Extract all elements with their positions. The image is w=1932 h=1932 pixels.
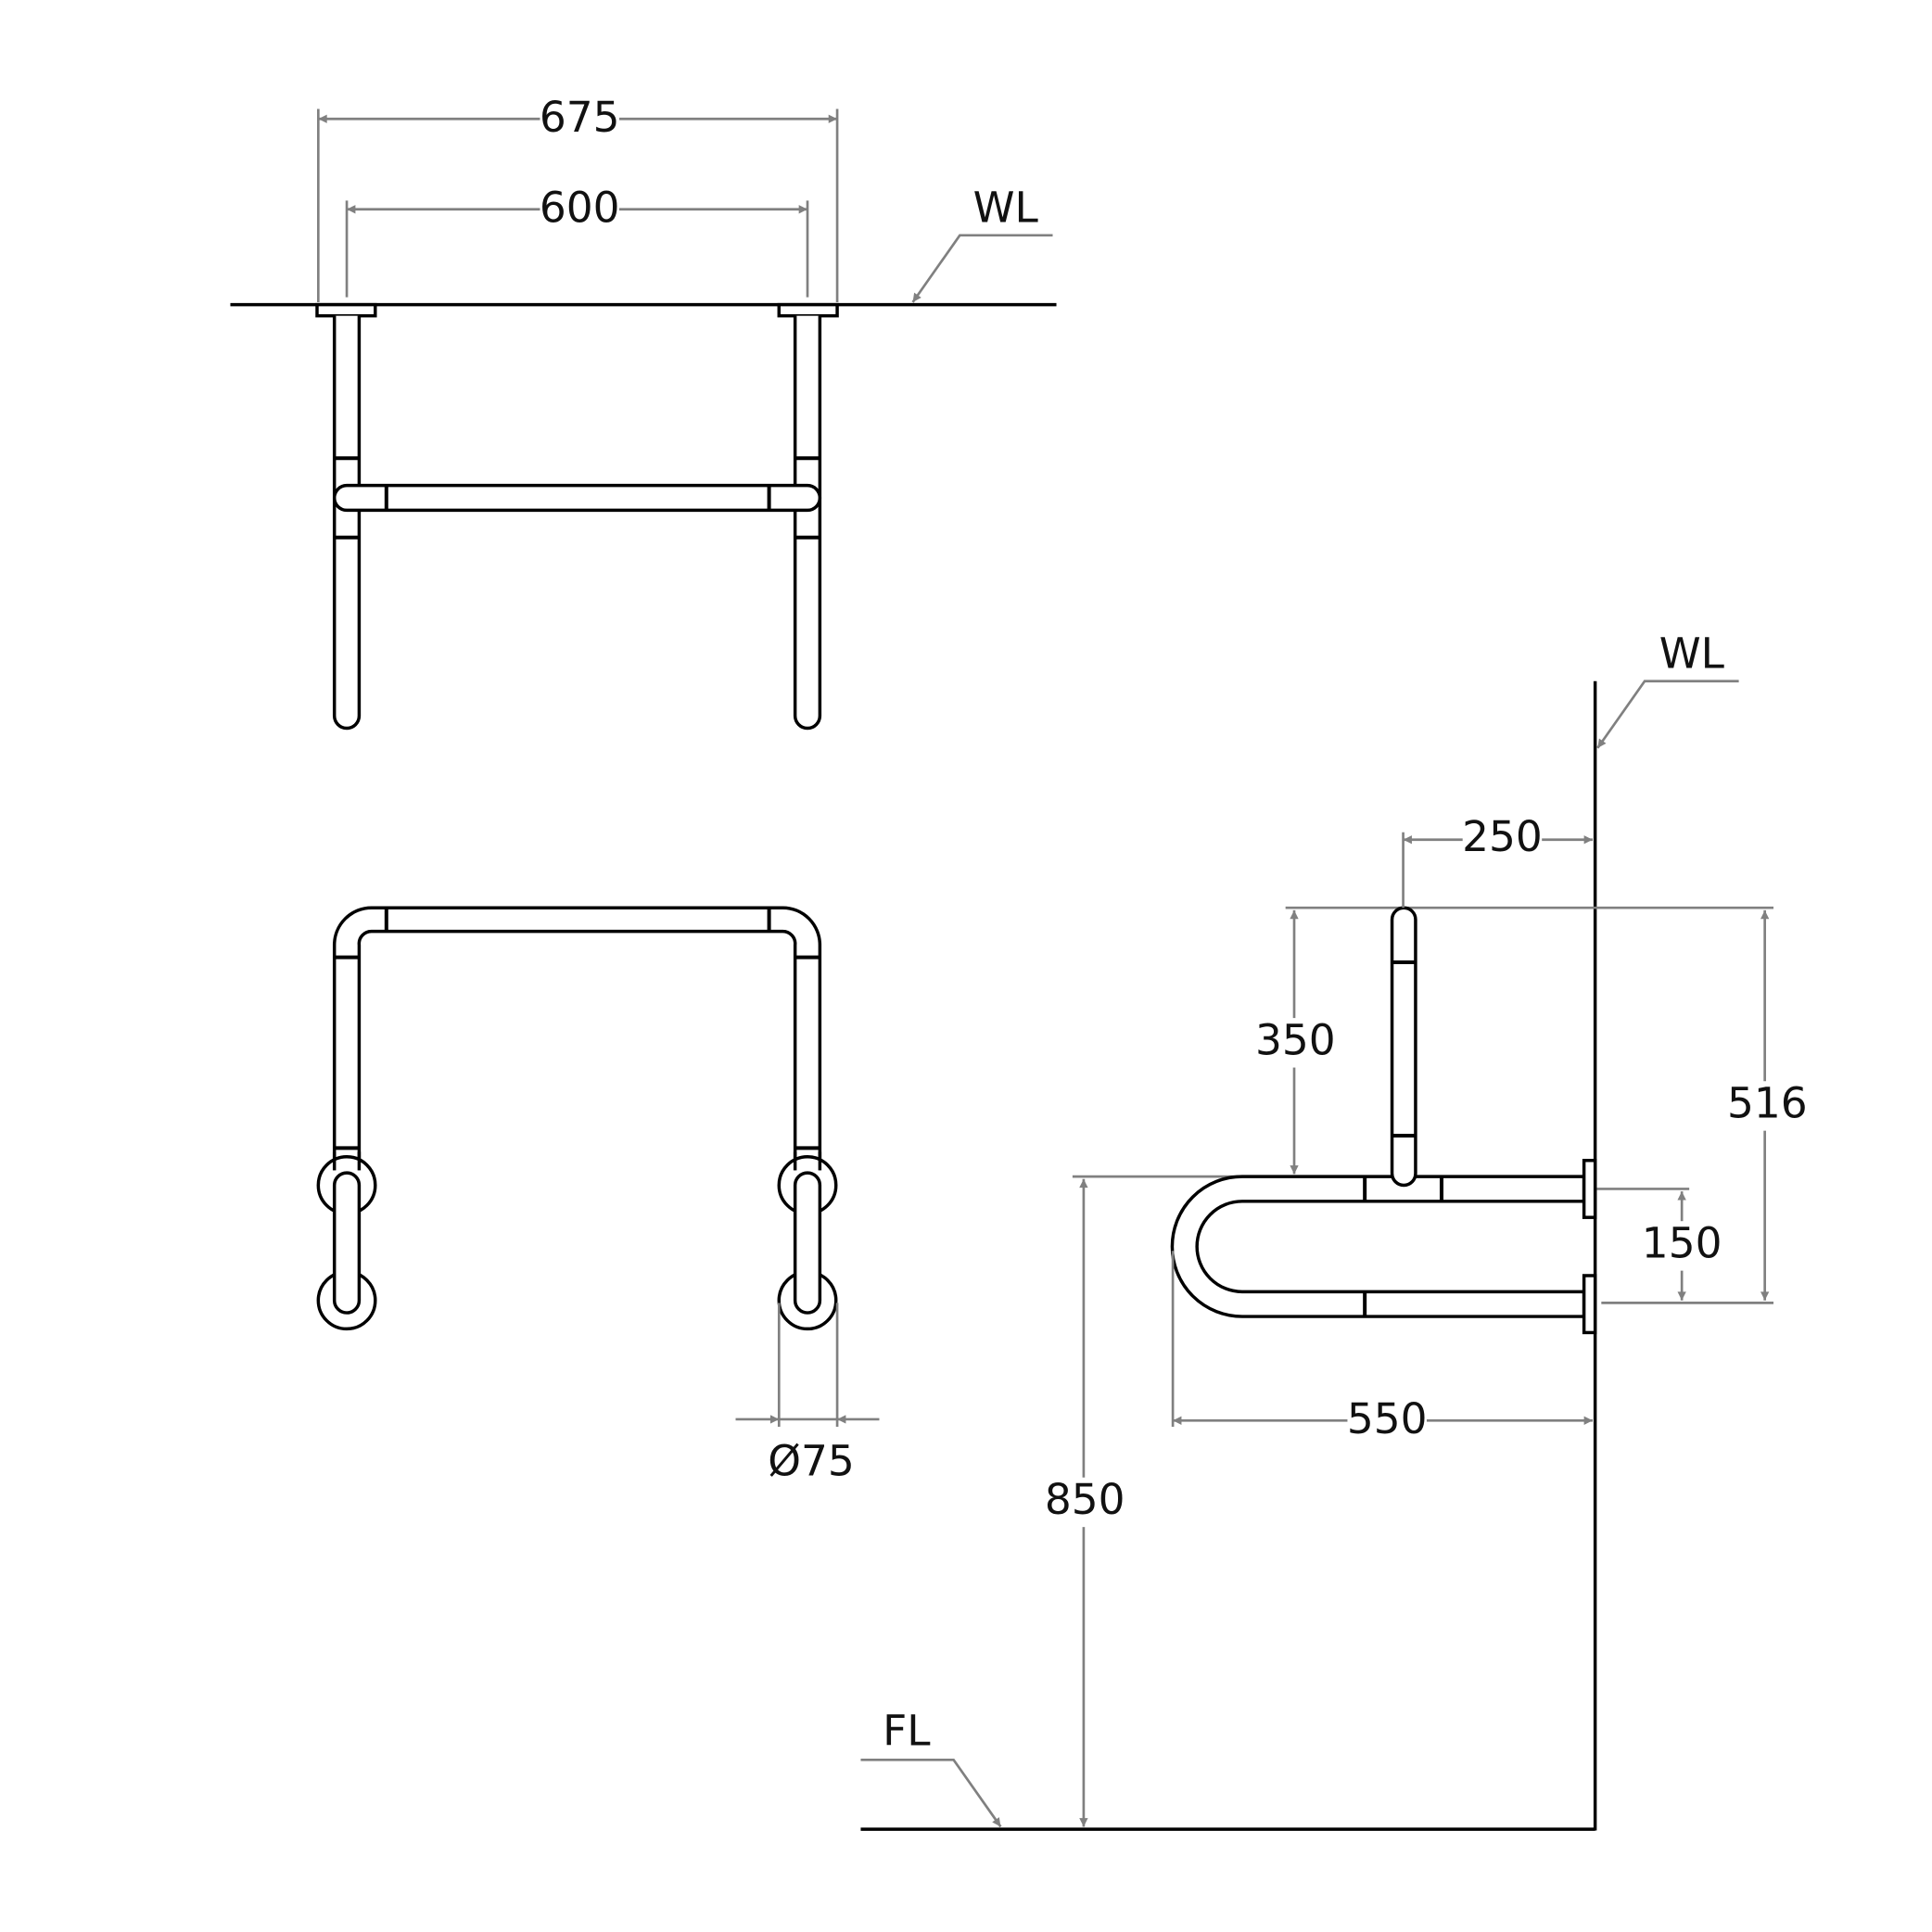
- frame-inner: [357, 929, 797, 1159]
- leg-lower-left: [332, 1171, 362, 1315]
- crossbar: [332, 483, 822, 513]
- dim-label-675: 675: [540, 93, 620, 142]
- dim-label-600: 600: [540, 184, 620, 233]
- wall-label: WL: [1659, 629, 1725, 679]
- vertical-post: [1390, 906, 1417, 1188]
- flange-right: [777, 302, 839, 318]
- front-view: Ø75: [316, 906, 880, 1486]
- dim-label-diameter: Ø75: [768, 1437, 855, 1486]
- leg-left: [332, 315, 362, 731]
- dim-label-516: 516: [1727, 1078, 1808, 1127]
- dim-label-850: 850: [1045, 1475, 1125, 1524]
- flange-top: [1582, 1158, 1597, 1219]
- leg-right: [793, 315, 822, 731]
- leg-lower-right: [793, 1171, 822, 1315]
- dim-label-150: 150: [1642, 1218, 1722, 1267]
- flange-left: [315, 302, 377, 318]
- dim-label-550: 550: [1347, 1394, 1428, 1443]
- floor-leader: [860, 1758, 1002, 1828]
- dim-label-250: 250: [1462, 812, 1543, 861]
- dim-label-350: 350: [1255, 1015, 1336, 1064]
- flange-bottom: [1582, 1274, 1597, 1335]
- wall-label: WL: [973, 184, 1039, 233]
- frame-outer: [332, 906, 822, 1159]
- wall-leader: [911, 234, 1053, 303]
- side-view: 250 350 516 150 550 850 WL FL: [860, 629, 1808, 1831]
- wall-leader: [1596, 680, 1739, 749]
- u-bar: [1170, 1175, 1586, 1318]
- top-view: 675 600 WL: [230, 93, 1057, 731]
- floor-label: FL: [883, 1707, 931, 1756]
